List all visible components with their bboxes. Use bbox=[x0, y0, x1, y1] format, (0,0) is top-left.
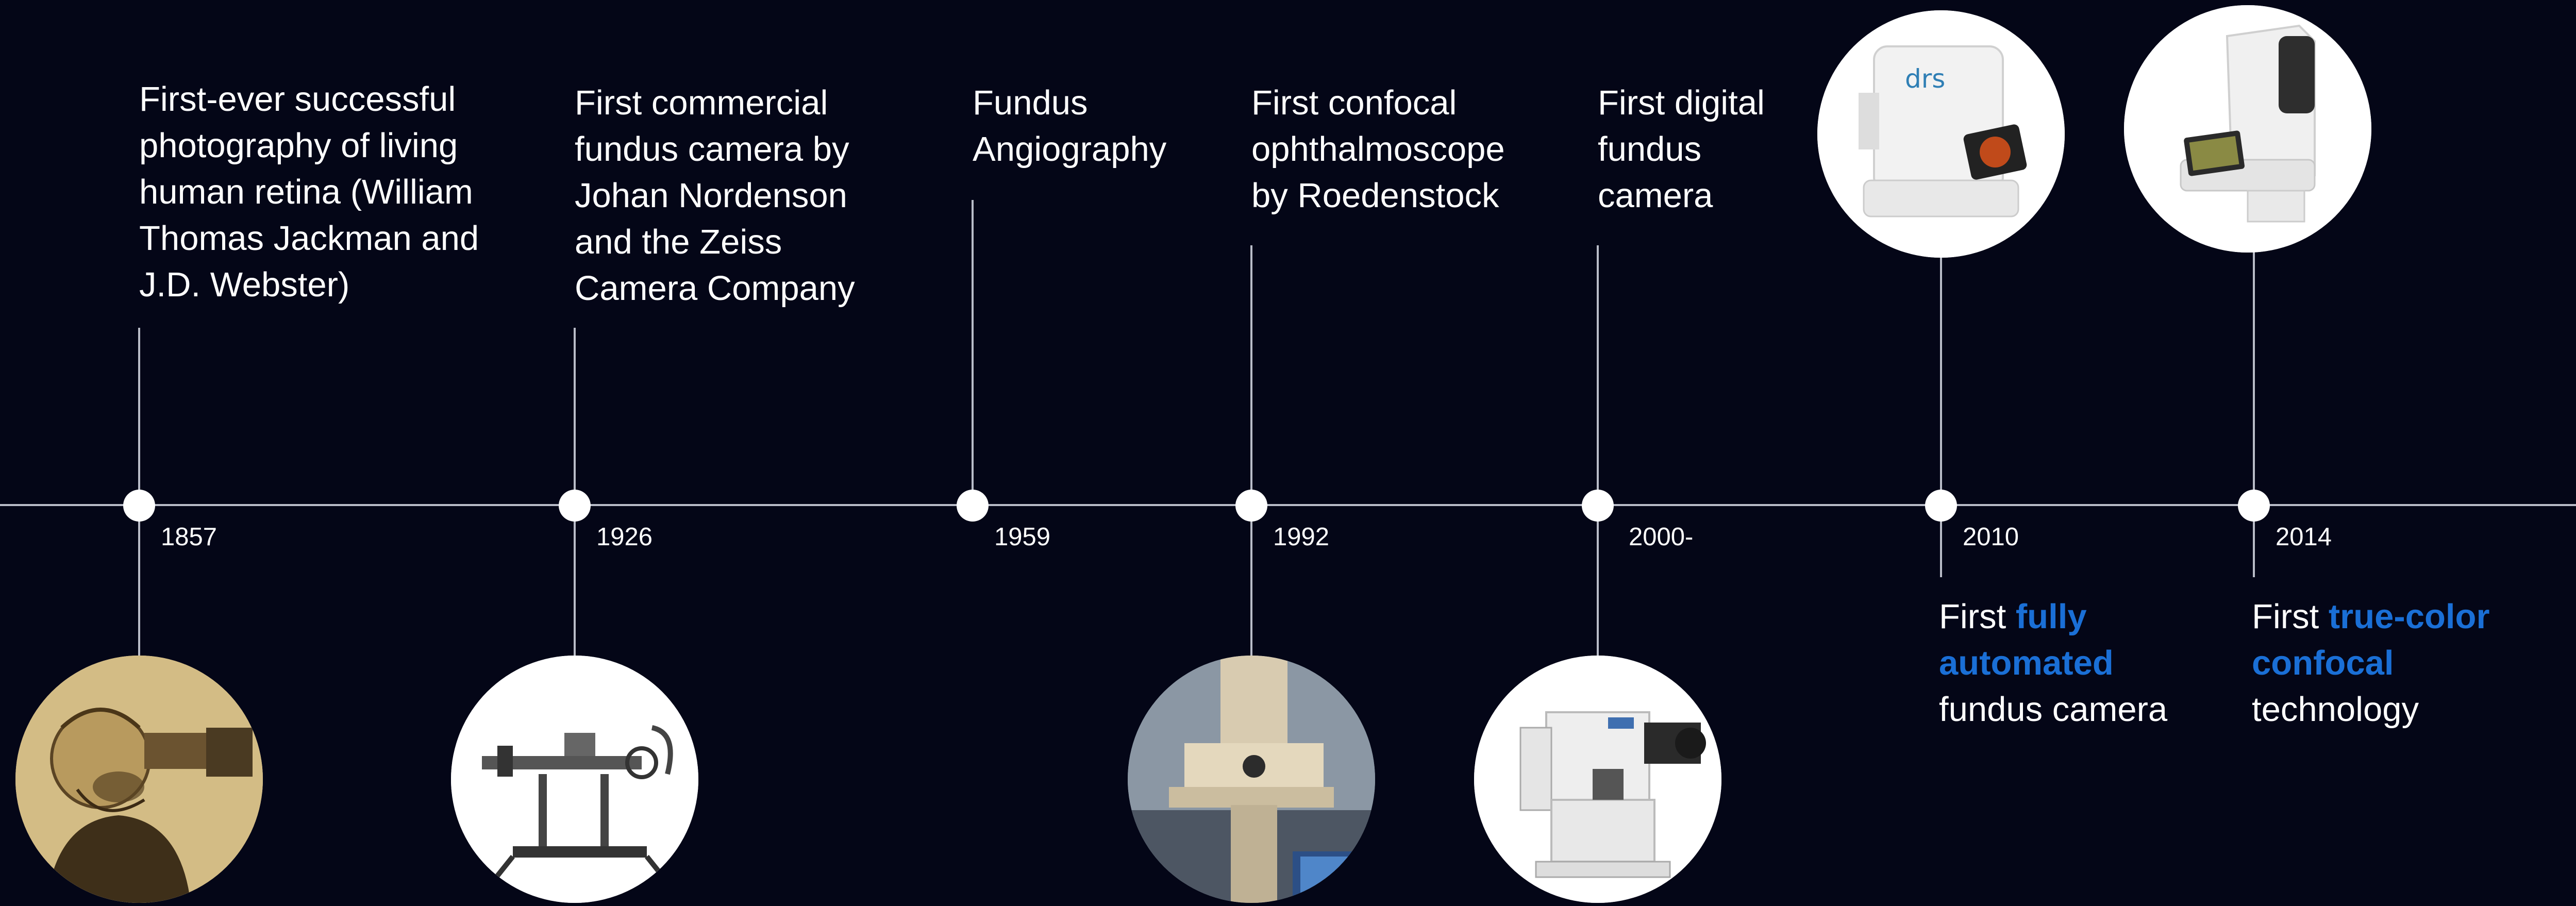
event-marker bbox=[123, 490, 155, 522]
timeline-axis bbox=[0, 504, 2576, 506]
event-caption: First true-color confocal technology bbox=[2252, 594, 2490, 733]
caption-text: First bbox=[1939, 597, 2016, 636]
engraving-fundus-camera-icon bbox=[451, 656, 698, 903]
caption-line: First commercial bbox=[575, 83, 828, 122]
event-stem bbox=[1250, 505, 1252, 660]
event-marker bbox=[2238, 490, 2270, 522]
automated-fundus-camera-icon: drs bbox=[1817, 10, 2065, 258]
drs-logo: drs bbox=[1905, 64, 1945, 94]
caption-line: Camera Company bbox=[575, 269, 855, 308]
caption-line: fundus bbox=[1598, 130, 1702, 169]
event-marker bbox=[1235, 490, 1267, 522]
event-year: 1992 bbox=[1273, 523, 1330, 551]
event-stem bbox=[574, 328, 576, 505]
caption-highlight: true-color bbox=[2328, 597, 2490, 636]
event-stem bbox=[1940, 505, 1942, 577]
caption-text: First bbox=[2252, 597, 2329, 636]
event-stem bbox=[138, 328, 140, 505]
caption-line: First digital bbox=[1598, 83, 1765, 122]
event-caption: First confocal ophthalmoscope by Roedens… bbox=[1251, 80, 1505, 219]
caption-line: Thomas Jackman and bbox=[139, 219, 479, 258]
event-marker bbox=[559, 490, 591, 522]
event-marker bbox=[957, 490, 989, 522]
digital-fundus-camera-photo-icon bbox=[1474, 656, 1721, 903]
event-year: 1857 bbox=[161, 523, 218, 551]
caption-line: Johan Nordenson bbox=[575, 176, 847, 215]
confocal-ophthalmoscope-photo-icon bbox=[1128, 656, 1375, 903]
true-color-confocal-device-icon bbox=[2124, 5, 2371, 253]
caption-highlight: confocal bbox=[2252, 644, 2394, 682]
caption-line: human retina (William bbox=[139, 173, 473, 211]
event-stem bbox=[138, 505, 140, 660]
caption-line: Angiography bbox=[973, 130, 1167, 169]
event-stem bbox=[1940, 247, 1942, 505]
event-year: 2010 bbox=[1963, 523, 2019, 551]
event-stem bbox=[2253, 242, 2255, 505]
engraving-portrait-with-camera-icon bbox=[15, 656, 263, 903]
event-year: 2014 bbox=[2276, 523, 2332, 551]
event-year: 1926 bbox=[596, 523, 653, 551]
event-caption: First fully automated fundus camera bbox=[1939, 594, 2167, 733]
caption-line: First-ever successful bbox=[139, 80, 456, 119]
caption-highlight: automated bbox=[1939, 644, 2114, 682]
caption-line: fundus camera bbox=[1939, 690, 2168, 729]
caption-line: photography of living bbox=[139, 126, 458, 165]
event-caption: First-ever successful photography of liv… bbox=[139, 76, 479, 308]
event-caption: Fundus Angiography bbox=[973, 80, 1166, 173]
event-caption: First commercial fundus camera by Johan … bbox=[575, 80, 855, 312]
caption-line: camera bbox=[1598, 176, 1713, 215]
caption-line: First confocal bbox=[1251, 83, 1457, 122]
event-marker bbox=[1582, 490, 1614, 522]
caption-line: ophthalmoscope bbox=[1251, 130, 1505, 169]
caption-line: and the Zeiss bbox=[575, 223, 782, 261]
event-marker bbox=[1925, 490, 1957, 522]
event-year: 2000- bbox=[1629, 523, 1694, 551]
event-caption: First digital fundus camera bbox=[1598, 80, 1765, 219]
caption-line: technology bbox=[2252, 690, 2419, 729]
caption-line: First true-color bbox=[2252, 594, 2490, 640]
event-stem bbox=[2253, 505, 2255, 577]
caption-line: by Roedenstock bbox=[1251, 176, 1499, 215]
caption-line: J.D. Webster) bbox=[139, 265, 350, 304]
caption-highlight: fully bbox=[2015, 597, 2087, 636]
event-stem bbox=[972, 200, 974, 505]
event-stem bbox=[1597, 245, 1599, 505]
caption-line: First fully bbox=[1939, 594, 2167, 640]
event-stem bbox=[1250, 245, 1252, 505]
event-stem bbox=[1597, 505, 1599, 660]
caption-line: Fundus bbox=[973, 83, 1088, 122]
event-stem bbox=[574, 505, 576, 660]
caption-line: fundus camera by bbox=[575, 130, 849, 169]
event-year: 1959 bbox=[994, 523, 1051, 551]
